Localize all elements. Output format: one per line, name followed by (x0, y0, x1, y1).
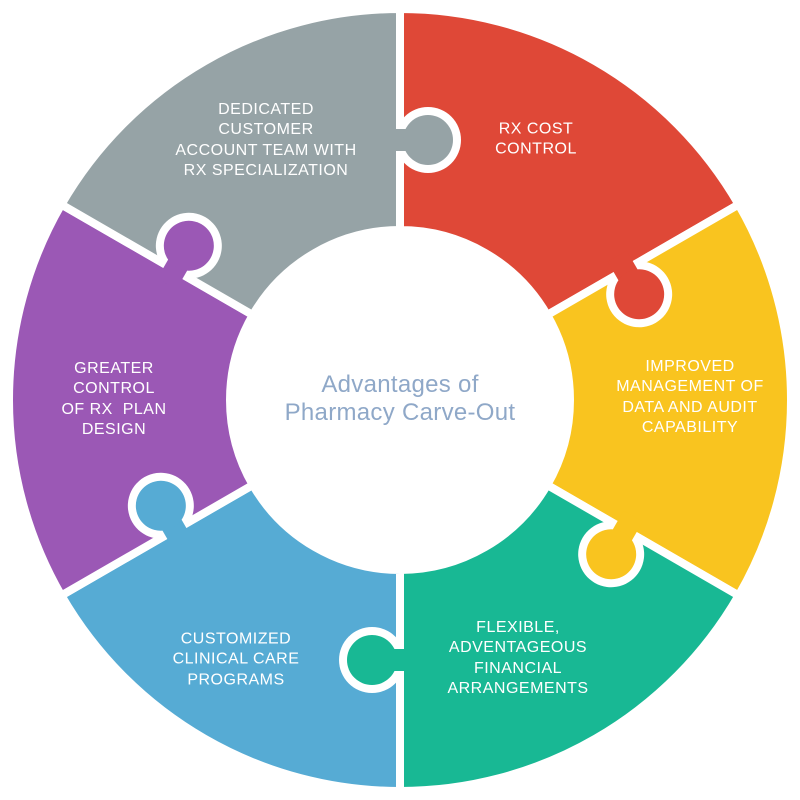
knob-bulb (135, 480, 186, 531)
knob-bulb (614, 269, 665, 320)
puzzle-knob-teal-to-blue (339, 627, 416, 693)
puzzle-knob-gray-to-red (384, 107, 461, 173)
segment-dedicated-account-team (57, 4, 405, 319)
puzzle-knob-red-to-yellow (606, 250, 673, 328)
puzzle-knob-purple-to-gray (155, 212, 222, 290)
puzzle-knob-yellow-to-teal (578, 510, 645, 588)
segment-customized-clinical (57, 481, 404, 795)
puzzle-knob-blue-to-purple (127, 472, 194, 550)
knob-bulb (347, 635, 397, 685)
knob-bulb (403, 115, 453, 165)
segment-flexible-financial (395, 481, 743, 796)
knob-bulb (163, 220, 214, 271)
knob-bulb (586, 529, 637, 580)
segment-rx-cost-control (396, 5, 743, 319)
